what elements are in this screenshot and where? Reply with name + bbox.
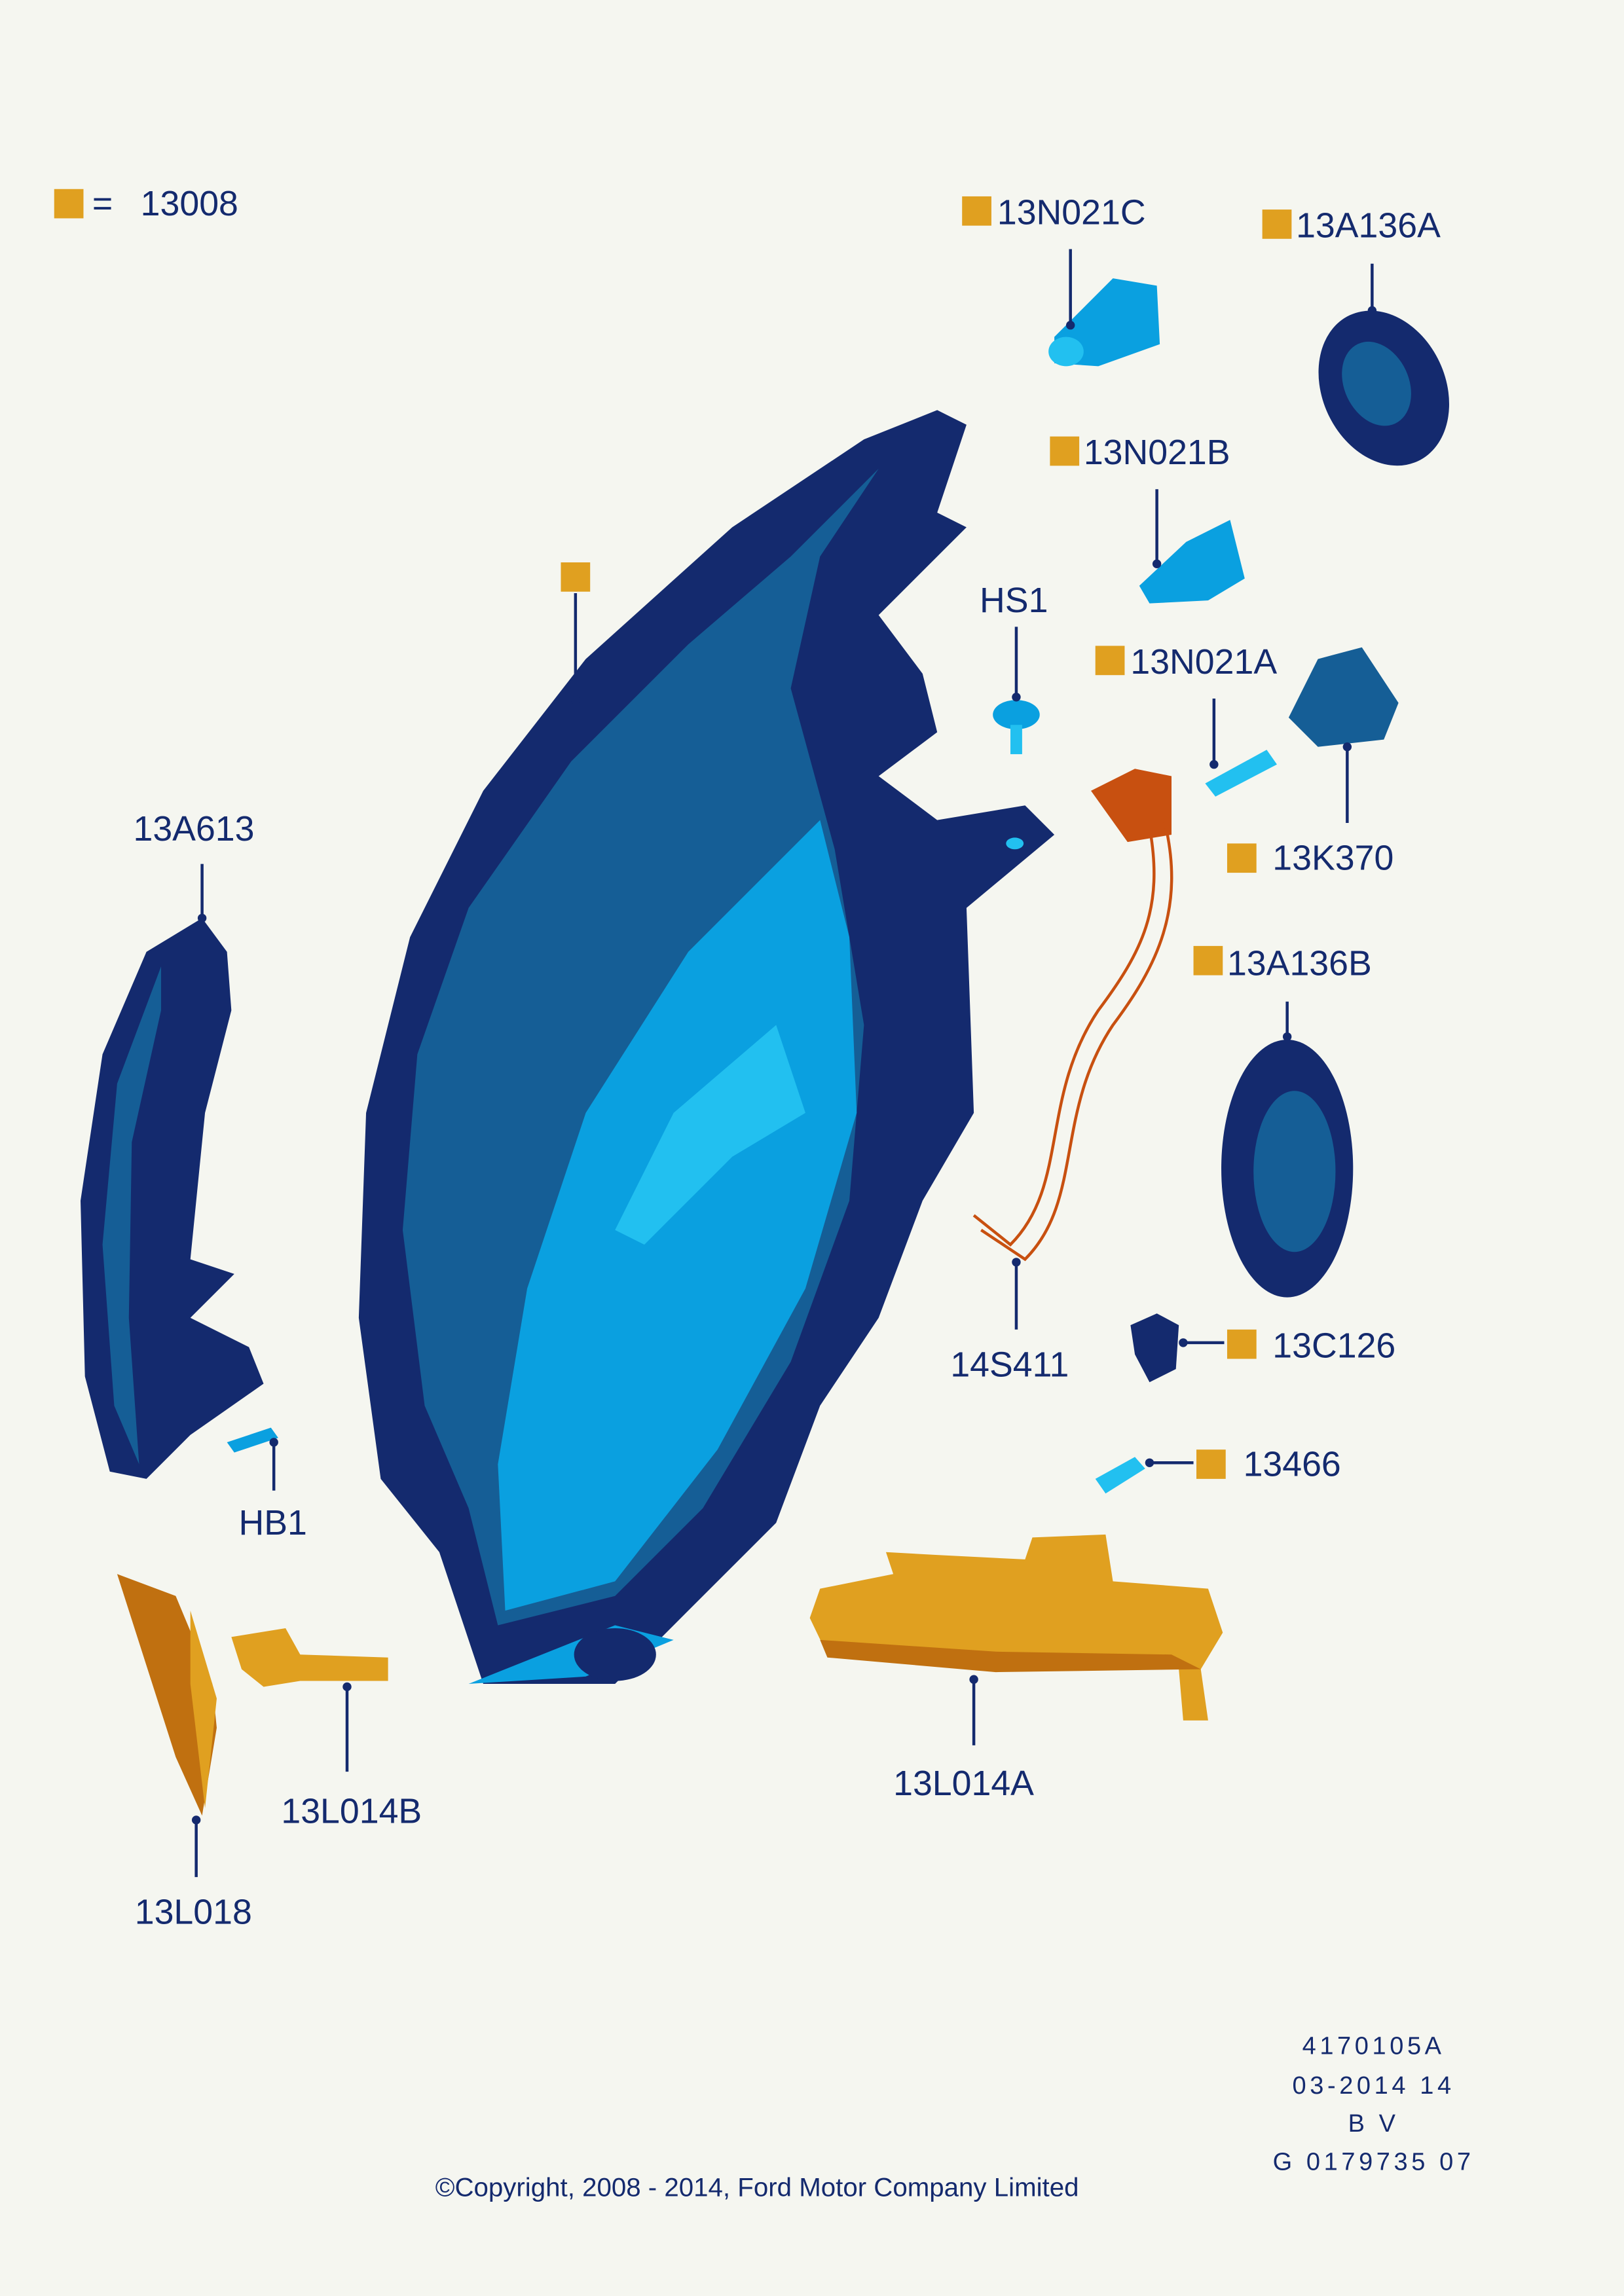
label-13A136B[interactable]: 13A136B — [1227, 944, 1372, 983]
label-13L014A[interactable]: 13L014A — [893, 1764, 1034, 1803]
part-13N021A[interactable] — [1205, 750, 1278, 797]
label-13L014B[interactable]: 13L014B — [281, 1791, 422, 1831]
part-13L014B[interactable] — [231, 1628, 388, 1687]
label-13466[interactable]: 13466 — [1244, 1444, 1341, 1484]
illustration-ref: 4170105A — [1302, 2033, 1445, 2060]
headlamp-assembly[interactable] — [358, 410, 1055, 1684]
part-13K370[interactable] — [1288, 647, 1399, 747]
legend-part-number: 13008 — [141, 184, 238, 223]
callout-labels: 13N021C 13A136A 13N021B HS1 13N021A 13K3… — [133, 192, 1441, 1931]
copyright: ©Copyright, 2008 - 2014, Ford Motor Comp… — [435, 2173, 1079, 2202]
footer-info: 4170105A 03-2014 14 B V G 0179735 07 ©Co… — [435, 2033, 1475, 2202]
label-13N021C[interactable]: 13N021C — [997, 192, 1146, 232]
part-13L018[interactable] — [117, 1574, 217, 1816]
part-HS1[interactable] — [993, 700, 1040, 754]
part-13C126[interactable] — [1130, 1313, 1179, 1383]
label-HS1[interactable]: HS1 — [980, 581, 1048, 620]
part-HB1[interactable] — [227, 1427, 278, 1453]
legend-equals: = — [92, 184, 113, 223]
legend: = 13008 — [54, 184, 238, 223]
part-13L014A[interactable] — [809, 1534, 1223, 1721]
label-13N021B[interactable]: 13N021B — [1084, 433, 1230, 472]
label-14S411[interactable]: 14S411 — [950, 1345, 1069, 1384]
part-13N021B[interactable] — [1139, 520, 1245, 604]
label-HB1[interactable]: HB1 — [239, 1503, 307, 1542]
illustration-id: G 0179735 07 — [1273, 2148, 1475, 2176]
legend-swatch — [54, 189, 84, 219]
assembly-markers — [561, 196, 1292, 1479]
label-13N021A[interactable]: 13N021A — [1130, 642, 1277, 682]
part-14S411-wiring[interactable] — [972, 769, 1173, 1262]
label-13K370[interactable]: 13K370 — [1272, 839, 1393, 878]
label-13A613[interactable]: 13A613 — [133, 809, 254, 848]
part-13N021C[interactable] — [1048, 278, 1160, 367]
part-13A613[interactable] — [80, 918, 264, 1479]
part-13A136A[interactable] — [1294, 289, 1473, 487]
headlamp-marker — [561, 562, 591, 592]
leader-lines — [191, 249, 1377, 1878]
label-13C126[interactable]: 13C126 — [1272, 1326, 1395, 1365]
part-13466[interactable] — [1095, 1457, 1145, 1494]
illustration-date: 03-2014 14 — [1293, 2072, 1455, 2100]
part-13A136B[interactable] — [1221, 1040, 1354, 1298]
label-13A136A[interactable]: 13A136A — [1296, 206, 1441, 246]
label-13L018[interactable]: 13L018 — [135, 1893, 252, 1932]
illustration-code: B V — [1348, 2110, 1399, 2138]
